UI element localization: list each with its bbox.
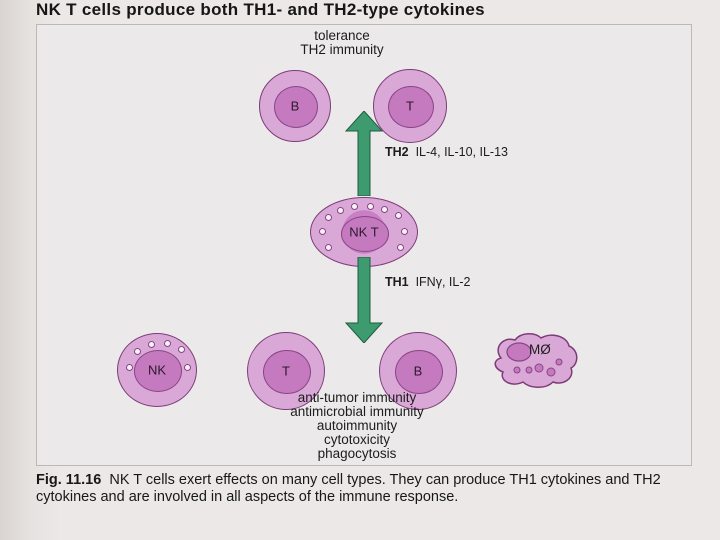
cell-b-top: B bbox=[259, 70, 331, 142]
th2-prefix: TH2 bbox=[385, 145, 409, 159]
granule bbox=[401, 228, 408, 235]
granule bbox=[184, 364, 191, 371]
th1-cytokines: TH1 IFNγ, IL-2 bbox=[385, 275, 470, 289]
granule bbox=[325, 214, 332, 221]
granule bbox=[337, 207, 344, 214]
th1-prefix: TH1 bbox=[385, 275, 409, 289]
caption-fig-number: Fig. 11.16 bbox=[36, 472, 101, 488]
label-antimicrobial: antimicrobial immunity bbox=[227, 405, 487, 419]
figure-caption: Fig. 11.16 NK T cells exert effects on m… bbox=[36, 472, 706, 505]
granule bbox=[381, 206, 388, 213]
th2-values: IL-4, IL-10, IL-13 bbox=[416, 145, 508, 159]
granule bbox=[134, 348, 141, 355]
figure-frame: tolerance TH2 immunity B T TH2 IL-4, IL-… bbox=[36, 24, 692, 466]
caption-text: NK T cells exert effects on many cell ty… bbox=[36, 472, 661, 505]
granule bbox=[126, 364, 133, 371]
cell-label: B bbox=[260, 99, 330, 114]
label-tolerance: tolerance bbox=[277, 29, 407, 43]
granule bbox=[319, 228, 326, 235]
granule bbox=[325, 244, 332, 251]
label-phagocytosis: phagocytosis bbox=[227, 447, 487, 461]
label-autoimmunity: autoimmunity bbox=[227, 419, 487, 433]
th1-values: IFNγ, IL-2 bbox=[416, 275, 471, 289]
macrophage-cell bbox=[489, 330, 581, 390]
cell-label: B bbox=[380, 364, 456, 379]
macrophage-label: MØ bbox=[529, 343, 569, 357]
th2-cytokines: TH2 IL-4, IL-10, IL-13 bbox=[385, 145, 508, 159]
granule bbox=[367, 203, 374, 210]
down-arrow bbox=[344, 257, 384, 343]
label-anti-tumor: anti-tumor immunity bbox=[227, 391, 487, 405]
cell-nk: NK bbox=[117, 333, 197, 407]
label-cytotoxicity: cytotoxicity bbox=[227, 433, 487, 447]
up-arrow bbox=[344, 111, 384, 196]
granule bbox=[148, 341, 155, 348]
granule bbox=[351, 203, 358, 210]
cell-t-top: T bbox=[373, 69, 447, 143]
granule bbox=[397, 244, 404, 251]
page-title: NK T cells produce both TH1- and TH2-typ… bbox=[36, 0, 485, 20]
granule bbox=[395, 212, 402, 219]
cell-label: T bbox=[248, 364, 324, 379]
cell-label: T bbox=[374, 99, 446, 114]
granule bbox=[178, 346, 185, 353]
label-th2-immunity: TH2 immunity bbox=[277, 43, 407, 57]
granule bbox=[164, 340, 171, 347]
